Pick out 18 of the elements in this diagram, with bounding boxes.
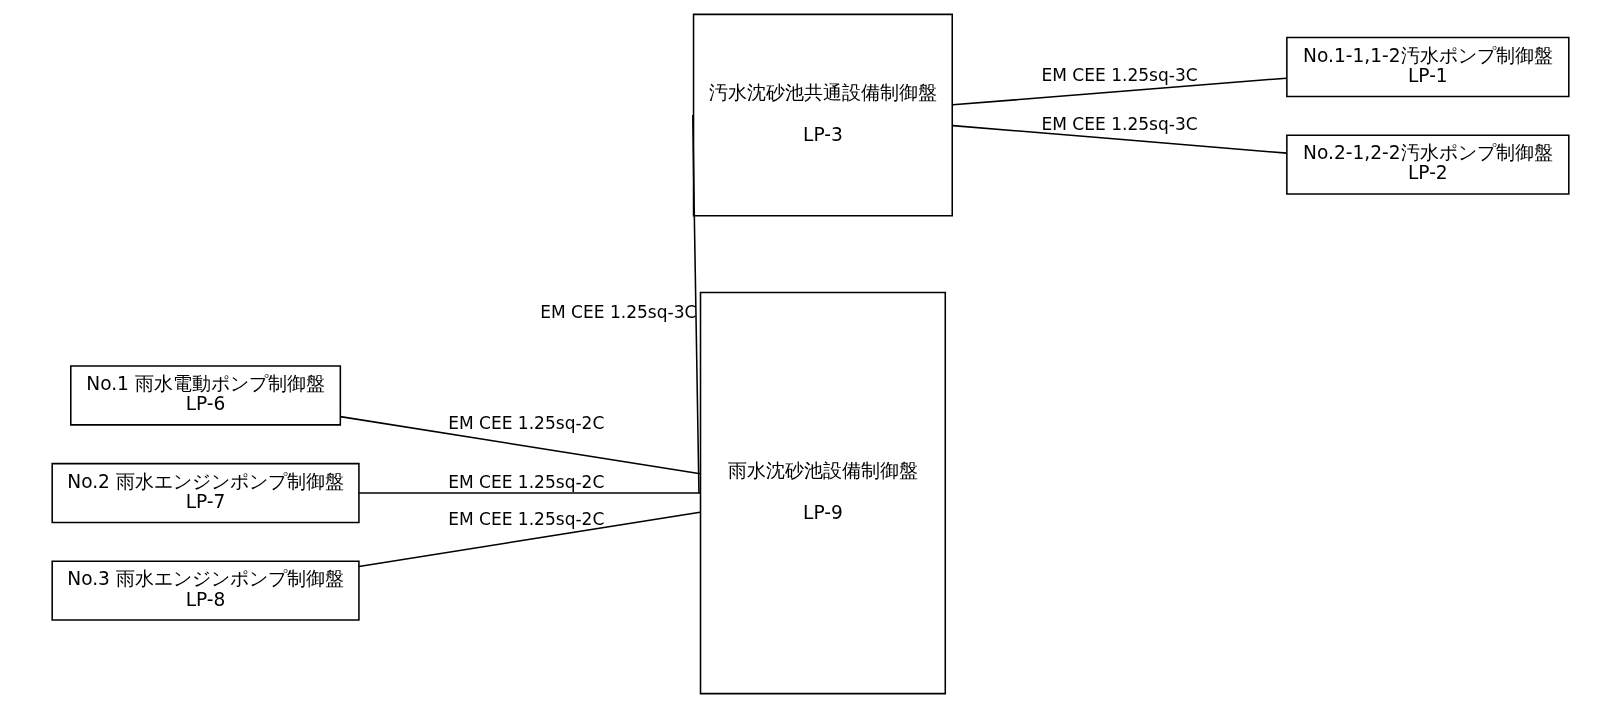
edge-label: EM CEE 1.25sq-2C bbox=[448, 413, 605, 434]
node-box: No.2-1,2-2汚水ポンプ制御盤 LP-2 bbox=[1286, 134, 1570, 195]
node-box: No.1-1,1-2汚水ポンプ制御盤 LP-1 bbox=[1286, 36, 1570, 98]
node-box: No.3 雨水エンジンポンプ制御盤 LP-8 bbox=[51, 560, 360, 621]
node-box: No.1 雨水電動ポンプ制御盤 LP-6 bbox=[70, 365, 342, 426]
connector bbox=[358, 511, 701, 568]
connector bbox=[952, 124, 1288, 154]
edge-label: EM CEE 1.25sq-3C bbox=[1041, 64, 1198, 85]
node-box: 雨水沈砂池設備制御盤 LP-9 bbox=[699, 291, 947, 695]
connector bbox=[952, 77, 1288, 106]
node-box: No.2 雨水エンジンポンプ制御盤 LP-7 bbox=[51, 462, 360, 524]
edge-label: EM CEE 1.25sq-3C bbox=[1041, 114, 1198, 135]
edge-label: EM CEE 1.25sq-2C bbox=[448, 472, 605, 493]
connector bbox=[358, 492, 701, 494]
edge-label: EM CEE 1.25sq-2C bbox=[448, 509, 605, 530]
node-box: 汚水沈砂池共通設備制御盤 LP-3 bbox=[692, 13, 954, 217]
connector bbox=[339, 415, 702, 475]
connector bbox=[692, 114, 700, 494]
